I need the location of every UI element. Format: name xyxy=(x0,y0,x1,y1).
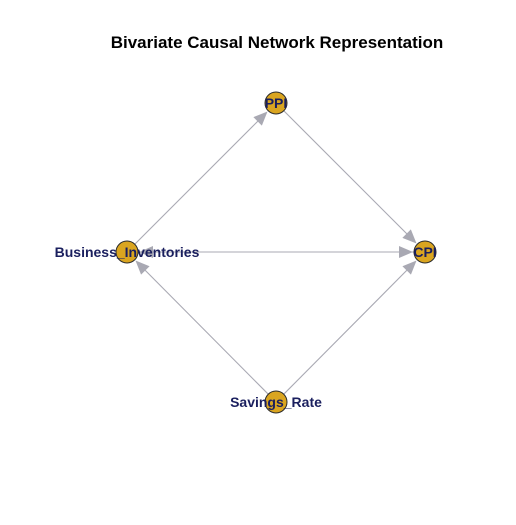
node-ppi xyxy=(264,91,288,115)
node-label-savings-rate: Savings_Rate xyxy=(230,394,322,410)
edge-line xyxy=(283,268,409,395)
node-savings-rate xyxy=(264,390,288,414)
labels-layer: PPI Business_Inventories CPI Savings_Rate xyxy=(55,95,437,410)
nodes-layer xyxy=(115,91,437,414)
edge-line xyxy=(143,268,269,395)
node-label-cpi: CPI xyxy=(413,244,436,260)
edge-line xyxy=(283,110,409,236)
edge-savings-rate-to-business-inventories xyxy=(135,260,269,395)
edge-line xyxy=(134,119,260,245)
edge-arrowhead xyxy=(135,260,150,275)
edge-arrowhead xyxy=(402,229,417,244)
node-label-ppi: PPI xyxy=(265,95,288,111)
edge-arrowhead xyxy=(402,260,417,275)
edge-arrowhead xyxy=(139,246,153,258)
edge-savings-rate-to-cpi xyxy=(283,260,417,395)
edge-ppi-to-cpi xyxy=(283,110,417,244)
edge-cpi-to-business-inventories xyxy=(139,246,414,258)
node-cpi xyxy=(413,240,437,264)
edge-arrowhead xyxy=(253,111,268,126)
node-business-inventories xyxy=(115,240,139,264)
edges-layer xyxy=(134,110,417,395)
node-label-business-inventories: Business_Inventories xyxy=(55,244,200,260)
diagram-title: Bivariate Causal Network Representation xyxy=(111,33,444,52)
edge-business-inventories-to-ppi xyxy=(134,111,268,245)
